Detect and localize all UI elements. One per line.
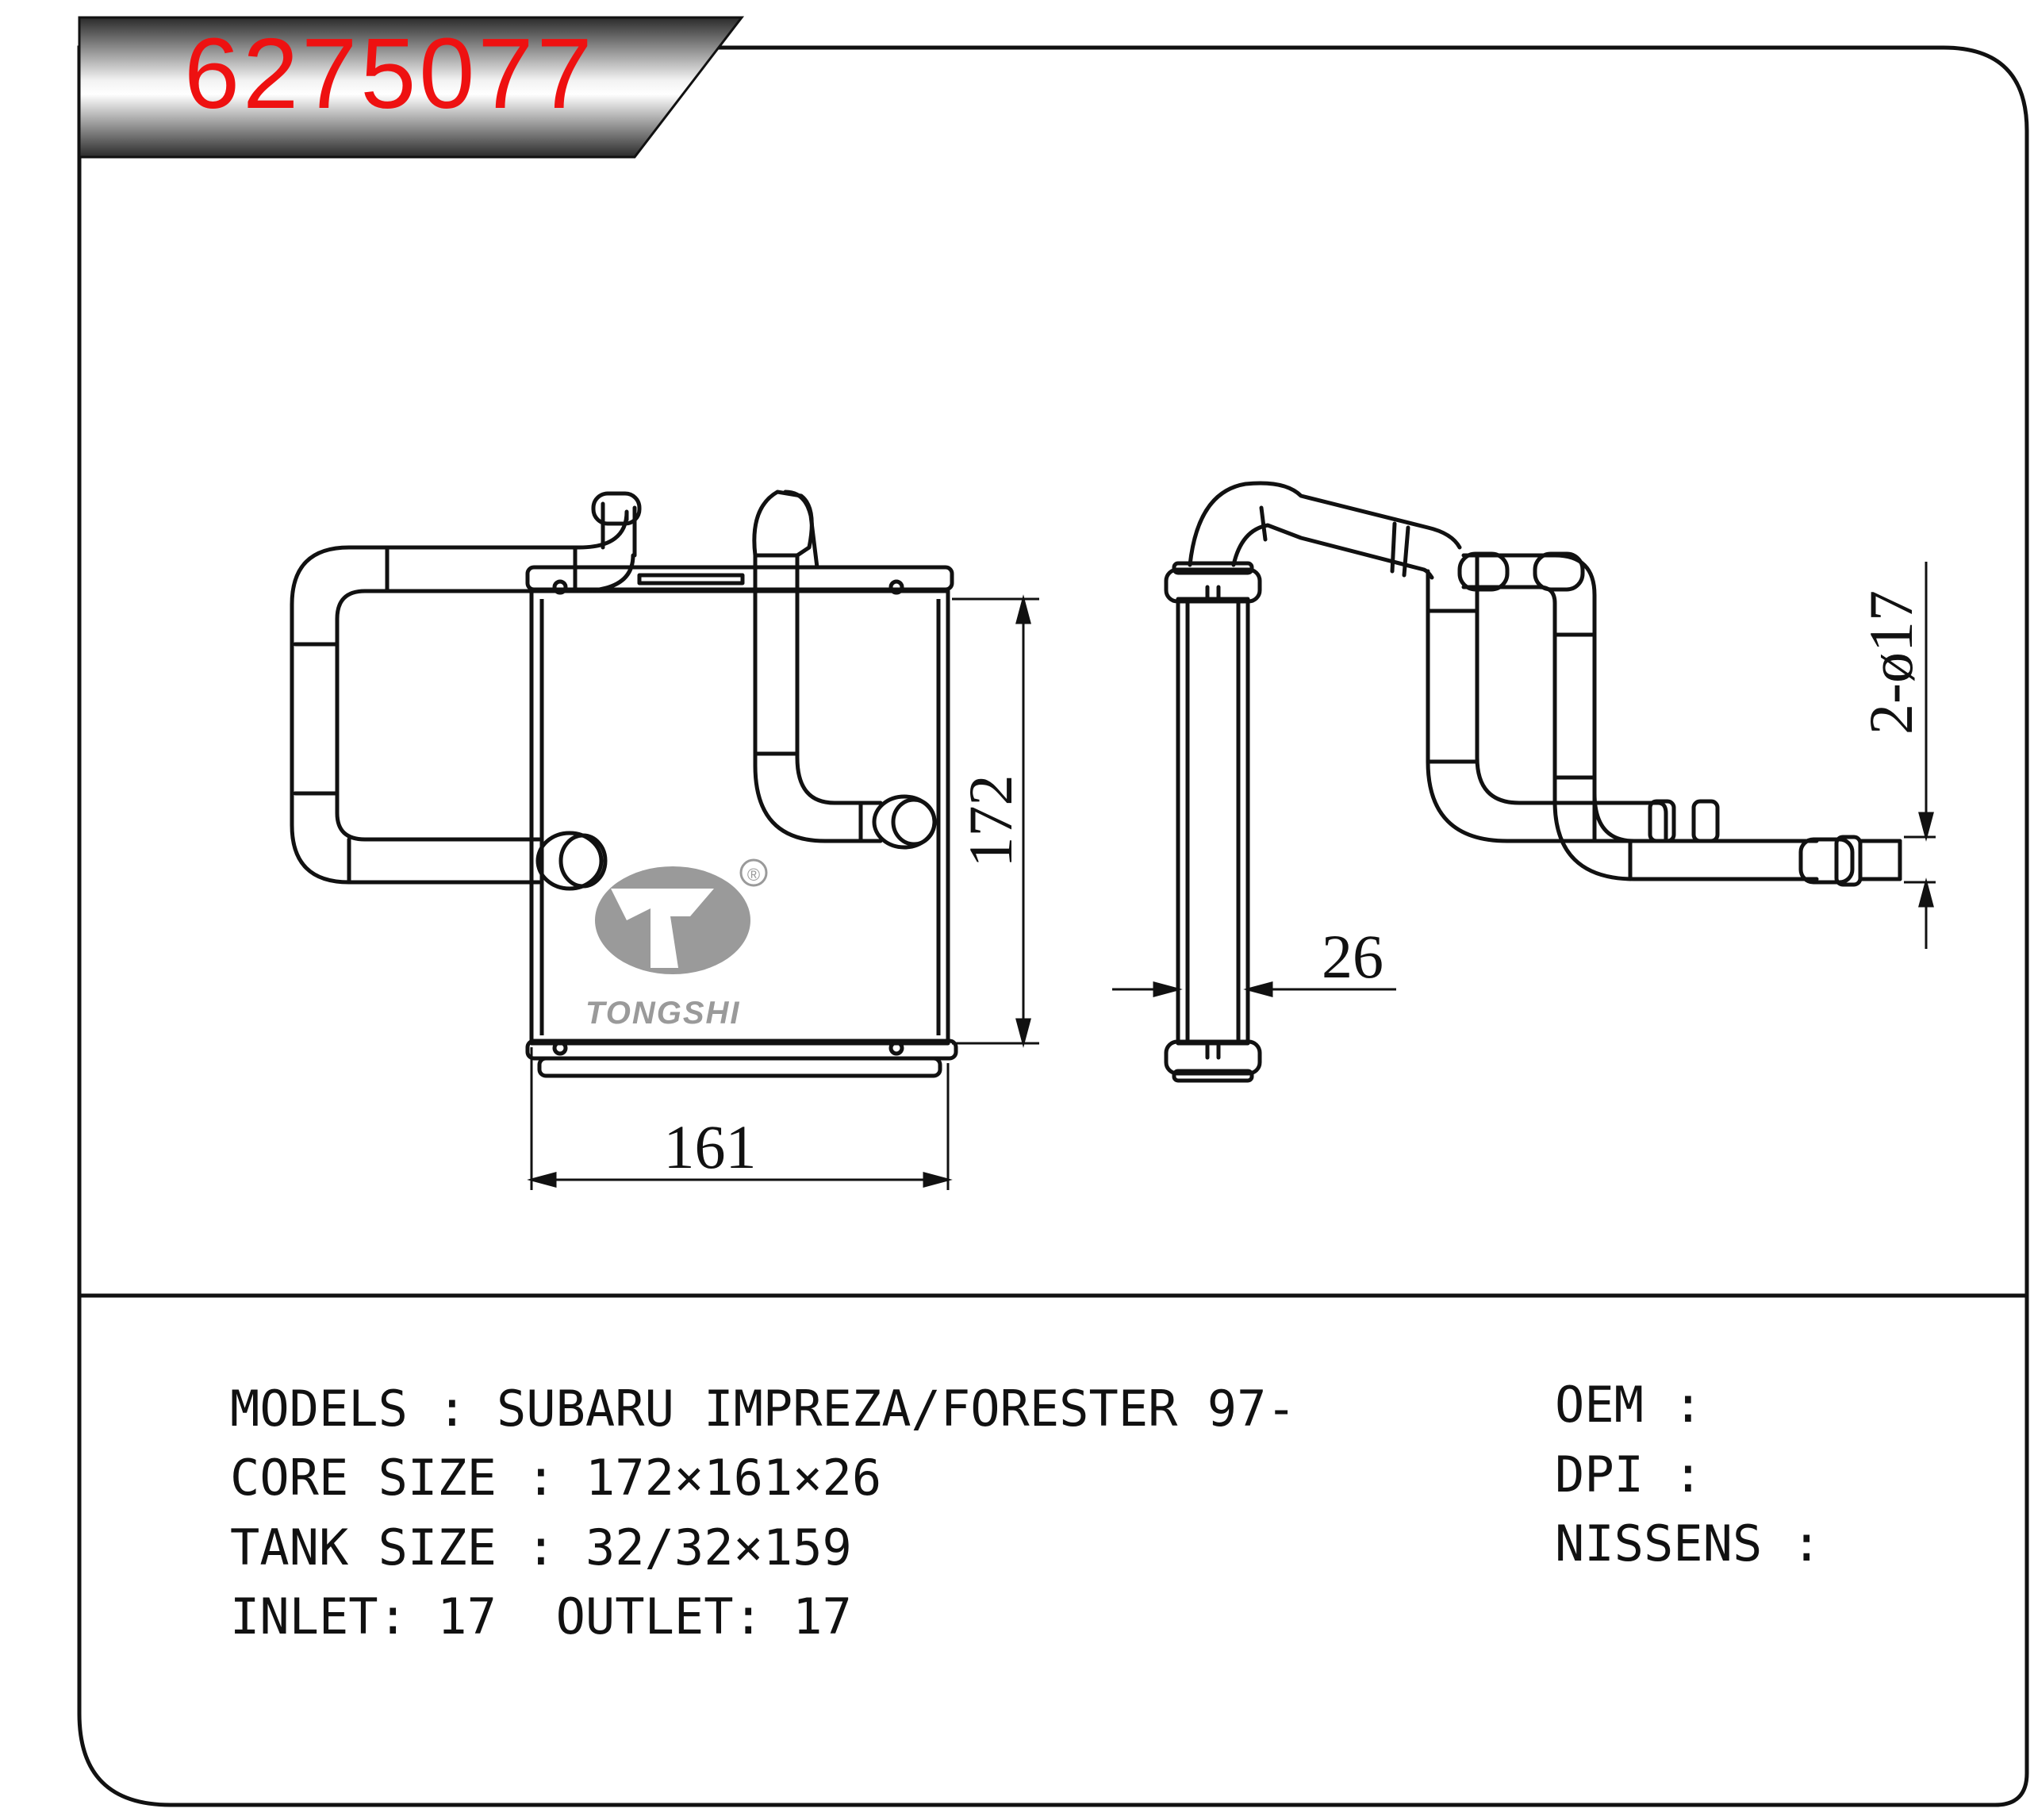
models-sep: : [407,1380,497,1438]
pipe-label: 2-ø17 [1856,590,1925,735]
dpi-label: DPI [1555,1446,1644,1503]
dpi-sep: : [1643,1446,1733,1503]
ref-dpi: DPI : [1555,1450,1733,1499]
oem-label: OEM [1555,1376,1644,1434]
title-banner [78,16,745,159]
outlet-label: OUTLET [555,1588,734,1645]
width-label: 161 [664,1112,757,1181]
height-label: 172 [956,775,1025,868]
nissens-sep: : [1762,1515,1852,1572]
front-left-pipe [290,491,642,891]
registered-mark: ® [747,865,760,885]
side-pipes [1188,481,1902,887]
tank-value: 32/32×159 [585,1519,852,1576]
spec-core-size: CORE SIZE : 172×161×26 [230,1453,881,1503]
outlet-sep: : [733,1588,793,1645]
core [529,589,950,1046]
width-dimension [527,1047,953,1190]
part-number: 6275077 [184,17,596,129]
tank-sep: : [496,1519,585,1576]
core-sep: : [496,1449,585,1507]
models-label: MODELS [230,1380,408,1438]
io-gap [497,1588,556,1645]
depth-dimension [1112,981,1396,997]
inlet-sep: : [378,1588,438,1645]
side-view [1164,561,1262,1083]
outlet-value: 17 [792,1588,852,1645]
spec-tank-size: TANK SIZE : 32/32×159 [230,1523,852,1572]
sheet-border [77,45,2029,1807]
inlet-label: INLET [230,1588,378,1645]
nissens-label: NISSENS [1555,1515,1763,1572]
registered-mark-circle [739,858,768,887]
spec-inlet-outlet: INLET: 17 OUTLET: 17 [230,1592,852,1641]
pipe-dimension [1904,562,1936,949]
tank-label: TANK SIZE [230,1519,497,1576]
spec-models: MODELS : SUBARU IMPREZA/FORESTER 97- [230,1384,1296,1434]
ref-oem: OEM : [1555,1380,1733,1430]
core-label: CORE SIZE [230,1449,497,1507]
core-value: 172×161×26 [585,1449,882,1507]
depth-label: 26 [1322,922,1384,991]
height-dimension [952,594,1039,1048]
models-value: SUBARU IMPREZA/FORESTER 97- [496,1380,1296,1438]
inlet-value: 17 [437,1588,497,1645]
brand-name: TONGSHI [585,996,741,1031]
front-view [525,565,958,1078]
ref-nissens: NISSENS : [1555,1519,1851,1569]
front-center-pipe [752,490,937,850]
tongshi-logo: ® TONGSHI [585,858,768,1031]
oem-sep: : [1643,1376,1733,1434]
